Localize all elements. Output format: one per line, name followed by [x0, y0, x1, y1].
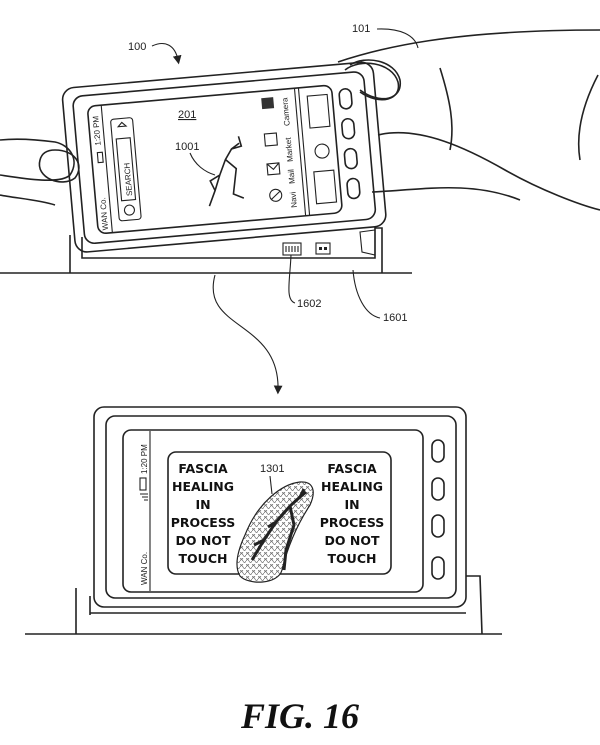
figure-1001 [208, 136, 245, 207]
hand-101 [0, 29, 600, 211]
battery-icon [139, 477, 147, 491]
svg-text:HEALING: HEALING [321, 479, 383, 494]
svg-text:FASCIA: FASCIA [178, 461, 228, 476]
carrier-label: WAN Co. [98, 197, 110, 231]
svg-text:IN: IN [195, 497, 210, 512]
label-101: 101 [352, 23, 370, 35]
figure-caption: FIG. 16 [240, 696, 359, 736]
port-icon [315, 242, 331, 255]
label-201: 201 [178, 109, 196, 121]
side-button-3[interactable] [431, 514, 445, 538]
side-button-1[interactable] [338, 88, 353, 110]
connector-1602 [282, 242, 302, 256]
label-1601: 1601 [383, 312, 407, 324]
app-market[interactable]: Market [263, 132, 295, 164]
svg-text:DO NOT: DO NOT [325, 533, 380, 548]
mic-icon[interactable] [116, 121, 128, 128]
svg-text:Navi: Navi [288, 191, 298, 208]
transition-arrow [212, 274, 283, 395]
overlay-1301 [236, 481, 314, 583]
svg-text:Market: Market [284, 136, 295, 162]
svg-text:Camera: Camera [280, 97, 291, 127]
side-button-4[interactable] [346, 177, 361, 200]
side-button-2[interactable] [431, 477, 445, 501]
search-bar[interactable] [110, 117, 142, 222]
device-100: WAN Co. 1:20 PM SEARCH Camera Market Mai… [61, 61, 387, 253]
figure-silhouette [250, 488, 307, 571]
svg-text:TOUCH: TOUCH [179, 551, 228, 566]
bottom-scene: WAN Co. 1:20 PM FASCIA HEALING IN PROCES… [25, 406, 502, 635]
side-button-1[interactable] [431, 439, 445, 463]
screen-201 [87, 84, 343, 235]
side-button-4[interactable] [431, 556, 445, 580]
carrier-label: WAN Co. [140, 552, 149, 585]
home-button[interactable] [314, 143, 330, 159]
call-button[interactable] [313, 169, 338, 205]
app-camera[interactable]: Camera [261, 96, 292, 128]
side-button-3[interactable] [343, 147, 358, 170]
side-button-2[interactable] [341, 117, 356, 140]
svg-text:Mail: Mail [287, 169, 297, 185]
device-100-bottom [93, 406, 467, 608]
warning-left: FASCIA HEALING IN PROCESS DO NOT TOUCH [171, 461, 236, 566]
screen [122, 429, 424, 593]
dock-1601 [69, 227, 383, 273]
top-scene: WAN Co. 1:20 PM SEARCH Camera Market Mai… [0, 23, 600, 395]
search-button[interactable] [123, 204, 136, 216]
dock-1601-bottom [75, 575, 483, 635]
svg-text:PROCESS: PROCESS [320, 515, 385, 530]
label-1301: 1301 [260, 463, 284, 475]
time-label: 1:20 PM [91, 115, 103, 146]
svg-text:DO NOT: DO NOT [176, 533, 231, 548]
label-1602: 1602 [297, 298, 321, 310]
label-100: 100 [128, 41, 146, 53]
label-1001: 1001 [175, 141, 199, 153]
unlock-button[interactable] [306, 93, 331, 129]
app-mail[interactable]: Mail [266, 162, 297, 186]
search-field[interactable] [115, 137, 137, 202]
svg-text:IN: IN [344, 497, 359, 512]
svg-text:FASCIA: FASCIA [327, 461, 377, 476]
svg-text:PROCESS: PROCESS [171, 515, 236, 530]
search-label: SEARCH [122, 162, 134, 196]
time-label: 1:20 PM [140, 444, 149, 474]
battery-icon [96, 151, 104, 164]
signal-icon [140, 493, 148, 501]
svg-text:HEALING: HEALING [172, 479, 234, 494]
warning-right: FASCIA HEALING IN PROCESS DO NOT TOUCH [320, 461, 385, 566]
app-navi[interactable]: Navi [269, 187, 299, 209]
svg-text:TOUCH: TOUCH [328, 551, 377, 566]
